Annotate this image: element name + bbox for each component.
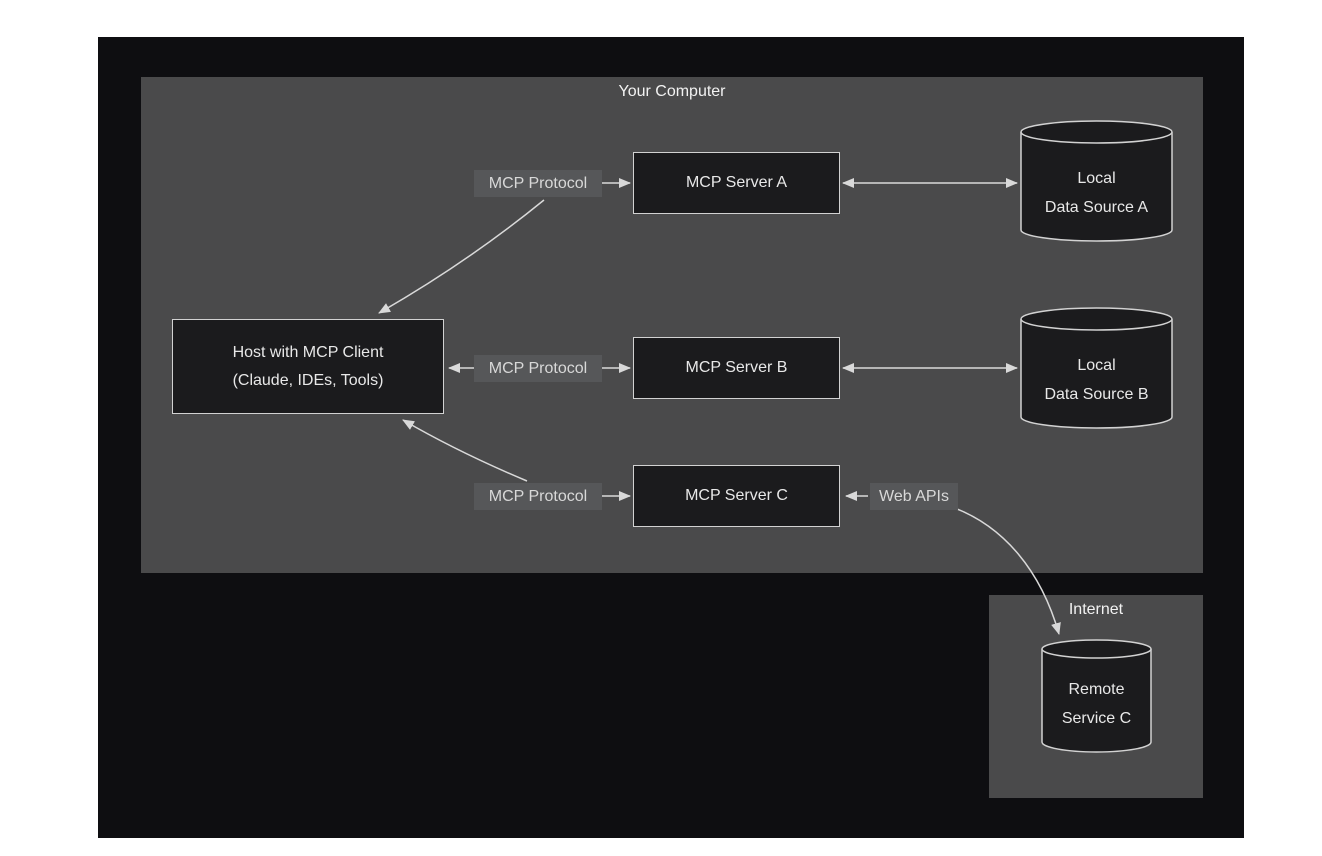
host-label-line1: Host with MCP Client [232,343,384,361]
database-cylinder-icon [1020,120,1173,242]
mcp-protocol-label-a: MCP Protocol [474,170,602,197]
your-computer-title: Your Computer [618,83,726,100]
remote-service-c-cylinder: Remote Service C [1041,639,1152,753]
mcp-server-c-node: MCP Server C [633,465,840,527]
local-data-source-b-line1: Local [1077,356,1116,374]
web-apis-label: Web APIs [870,483,958,510]
internet-title: Internet [1068,601,1124,618]
mcp-protocol-label-b: MCP Protocol [474,355,602,382]
local-data-source-b-line2: Data Source B [1044,385,1149,403]
local-data-source-a-line2: Data Source A [1044,198,1149,216]
mcp-server-b-label: MCP Server B [685,359,788,376]
mcp-server-a-label: MCP Server A [685,174,788,191]
mcp-server-a-node: MCP Server A [633,152,840,214]
local-data-source-b-cylinder: Local Data Source B [1020,307,1173,430]
database-cylinder-icon [1020,307,1173,429]
mcp-server-b-node: MCP Server B [633,337,840,399]
local-data-source-a-line1: Local [1077,169,1116,187]
database-cylinder-icon [1041,639,1152,753]
remote-service-c-line1: Remote [1068,681,1125,698]
local-data-source-a-cylinder: Local Data Source A [1020,120,1173,243]
host-label-line2: (Claude, IDEs, Tools) [232,371,384,389]
host-node: Host with MCP Client (Claude, IDEs, Tool… [172,319,444,414]
remote-service-c-line2: Service C [1061,710,1132,727]
mcp-server-c-label: MCP Server C [685,487,788,504]
mcp-protocol-label-c: MCP Protocol [474,483,602,510]
